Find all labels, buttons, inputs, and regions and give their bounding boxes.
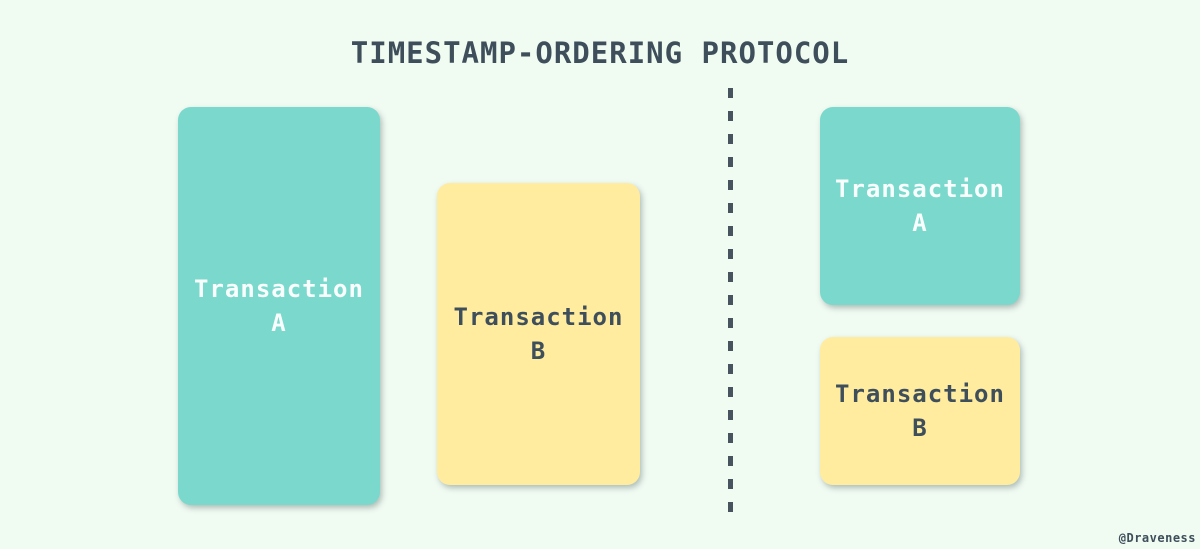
- right-transaction-b-label-line1: Transaction: [835, 380, 1005, 408]
- diagram-title: TIMESTAMP-ORDERING PROTOCOL: [350, 36, 850, 70]
- right-transaction-b-box: Transaction B: [820, 337, 1020, 485]
- left-transaction-a-label-line2: A: [271, 309, 287, 337]
- right-transaction-b-label-line2: B: [912, 414, 928, 442]
- left-transaction-b-label-line1: Transaction: [453, 303, 624, 331]
- left-transaction-b-label-line2: B: [530, 337, 547, 365]
- author-watermark: @Draveness: [1118, 531, 1196, 545]
- left-transaction-a-box: Transaction A: [178, 107, 380, 505]
- dashed-divider-line: [728, 88, 733, 512]
- left-transaction-b-box: Transaction B: [437, 183, 640, 485]
- right-transaction-a-label-line2: A: [912, 209, 928, 237]
- right-transaction-a-box: Transaction A: [820, 107, 1020, 305]
- left-transaction-a-label-line1: Transaction: [194, 275, 364, 303]
- right-transaction-a-label-line1: Transaction: [835, 175, 1005, 203]
